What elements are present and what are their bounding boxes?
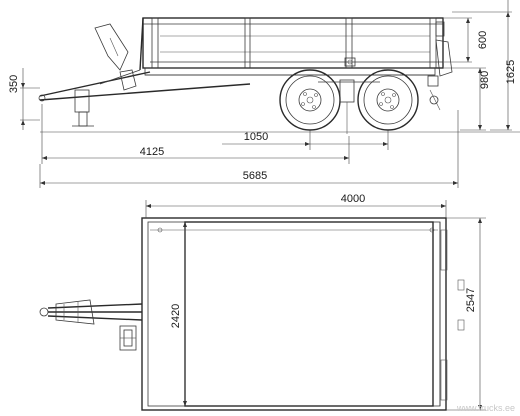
label-5685: 5685 [243,170,267,182]
label-4125: 4125 [140,146,164,158]
drawbar-top [39,299,143,325]
dump-body [94,17,445,76]
dim-overall-height: 1625 [452,0,517,131]
label-980: 980 [479,71,491,89]
label-600: 600 [477,31,489,49]
drawbar [38,69,251,127]
dim-overall-width: 2547 [446,217,486,411]
dim-body-width: 2420 [170,222,187,406]
suspension [318,79,380,134]
watermark: www.trucks.ee [456,403,515,413]
dim-side-height: 600 [444,17,489,63]
label-4000: 4000 [341,193,365,205]
label-2547: 2547 [465,288,477,312]
body-outline [141,217,447,411]
dim-overall-length: 5685 [39,110,459,188]
rear-equipment [427,39,453,111]
dim-body-length: 4000 [145,193,447,218]
label-350: 350 [8,75,20,93]
dim-axle-spacing: 1050 [222,130,389,150]
dim-coupling-to-axle: 4125 [41,104,350,164]
label-1625: 1625 [505,60,517,84]
dim-platform-height: 980 [444,67,491,131]
jockey-wheel-top [119,325,137,351]
side-view: 350 1050 4125 5685 [8,0,520,188]
dim-drawbar-height: 350 [8,68,40,130]
load-bed [184,221,434,407]
label-1050: 1050 [244,131,268,143]
top-view: 4000 2420 2547 [39,193,486,411]
wheel-front [279,69,341,131]
wheel-rear [357,69,419,131]
label-2420: 2420 [170,304,182,328]
